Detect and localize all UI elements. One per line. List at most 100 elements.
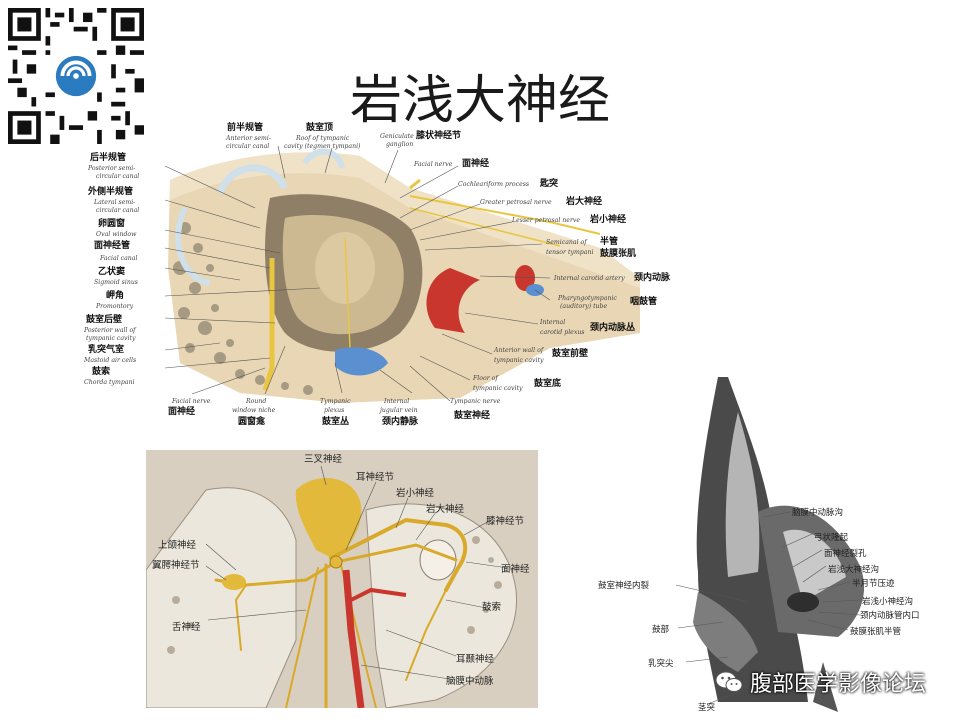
label-gpn-en: Greater petrosal nerve	[480, 199, 552, 206]
label-round-window-en1: Round	[245, 398, 266, 405]
label-carotid-plexus-en1: Internal	[539, 319, 565, 326]
bl-label-lpn: 岩小神经	[396, 487, 435, 499]
label-posterior-scc-zh: 后半规管	[90, 151, 126, 163]
label-anterior-wall-zh: 鼓室前壁	[552, 347, 588, 359]
bl-label-trigeminal: 三叉神经	[304, 453, 343, 465]
qr-code	[8, 8, 144, 144]
bl-label-chorda: 鼓索	[482, 601, 501, 613]
label-geniculate-zh: 膝状神经节	[416, 129, 461, 141]
label-anterior-scc-en: Anterior semi-	[225, 135, 271, 142]
watermark-text: 腹部医学影像论坛	[749, 672, 926, 697]
br-label-arcuate: 弓状隆起	[814, 532, 849, 543]
bl-label-pterygopalatine: 翼腭神经节	[152, 559, 200, 571]
page-title: 岩浅大神经	[349, 71, 610, 131]
br-label-tensor: 鼓膜张肌半管	[850, 626, 901, 637]
watermark: 腹部医学影像论坛	[714, 666, 926, 698]
label-anterior-wall-en1: Anterior wall of	[493, 347, 545, 354]
label-gpn-zh: 岩大神经	[565, 195, 602, 207]
label-chorda-en: Chorda tympani	[84, 379, 135, 386]
label-tymp-plexus-en1: Tympanic	[320, 398, 351, 405]
label-post-wall-zh: 鼓室后壁	[86, 313, 122, 325]
label-chorda-zh: 鼓索	[92, 365, 110, 377]
bl-label-auricular-ganglion: 耳神经节	[356, 471, 394, 483]
br-label-carotid-inner: 颈内动脉管内口	[860, 610, 920, 621]
br-label-facial-hiatus: 面神经裂孔	[824, 548, 867, 559]
label-tympanic-nerve-zh: 鼓室神经	[454, 409, 490, 421]
label-mastoid-en: Mastoid air cells	[83, 357, 136, 364]
label-post-wall-en2: tympanic cavity	[86, 335, 136, 342]
label-lateral-scc-en2: circular canal	[96, 207, 139, 214]
label-pharyngo-en2: (auditory) tube	[560, 303, 608, 310]
label-tympanic-nerve-en: Tympanic nerve	[450, 398, 501, 405]
label-facial-nerve-en: Facial nerve	[413, 161, 453, 168]
label-floor-zh: 鼓室底	[534, 377, 561, 389]
label-promontory-zh: 岬角	[106, 289, 124, 301]
wechat-icon	[715, 671, 743, 692]
bl-label-mma: 脑膜中动脉	[446, 675, 494, 687]
label-ijv-en1: Internal	[383, 398, 409, 405]
label-semicanal-zh1: 半管	[600, 235, 618, 247]
label-floor-en1: Floor of	[472, 375, 499, 382]
label-ica-zh: 颈内动脉	[634, 271, 671, 283]
label-facial-canal-zh: 面神经管	[94, 239, 130, 251]
label-facial-canal-en: Facial canal	[99, 255, 137, 262]
br-label-mma-groove: 脑膜中动脉沟	[792, 507, 843, 518]
label-sigmoid-en: Sigmoid sinus	[94, 279, 138, 286]
br-label-gpn-groove: 岩浅大神经沟	[828, 564, 879, 575]
bl-label-facial: 面神经	[501, 563, 530, 575]
label-geniculate-en1: Geniculate	[380, 133, 414, 140]
label-carotid-plexus-en2: carotid plexus	[540, 329, 584, 336]
label-cochleariform-zh: 匙突	[539, 177, 558, 189]
label-mastoid-zh: 乳突气室	[88, 343, 124, 355]
label-pharyngo-zh: 咽鼓管	[630, 295, 657, 307]
br-label-styloid: 茎突	[698, 702, 716, 712]
label-round-window-zh: 圆窗龛	[238, 415, 266, 427]
bl-label-auriculotemporal: 耳颞神经	[456, 653, 495, 665]
label-roof-en2: cavity (tegmen tympani)	[284, 143, 361, 150]
label-geniculate-en2: ganglion	[386, 141, 413, 148]
label-semicanal-en1: Semicanal of	[546, 239, 588, 246]
br-label-tympanic-fissure: 鼓室神经内裂	[598, 580, 650, 591]
bl-label-maxillary: 上颌神经	[158, 539, 197, 551]
bl-label-geniculate: 膝神经节	[486, 515, 524, 527]
label-promontory-en: Promontory	[95, 303, 134, 310]
nerve-pathway-illustration: 三叉神经 耳神经节 岩小神经 岩大神经 膝神经节 面神经 鼓索 耳颞神经 脑膜中…	[146, 450, 538, 708]
label-lpn-en: Lesser petrosal nerve	[511, 217, 580, 224]
bl-label-lingual: 舌神经	[172, 621, 201, 633]
label-facial-nerve2-en: Facial nerve	[171, 398, 211, 405]
label-sigmoid-zh: 乙状窦	[98, 265, 125, 277]
label-round-window-en2: window niche	[232, 407, 276, 414]
label-lateral-scc-en1: Lateral semi-	[93, 199, 135, 206]
label-anterior-scc-en2: circular canal	[226, 143, 269, 150]
label-posterior-scc-en1: Posterior semi-	[87, 165, 135, 172]
label-pharyngo-en1: Pharyngotympanic	[557, 295, 617, 302]
label-ijv-zh: 颈内静脉	[382, 415, 419, 427]
label-lpn-zh: 岩小神经	[589, 213, 626, 225]
label-oval-window-en: Oval window	[96, 231, 137, 238]
label-tymp-plexus-zh: 鼓室丛	[322, 415, 349, 427]
label-post-wall-en1: Posterior wall of	[83, 327, 137, 334]
label-posterior-scc-en2: circular canal	[96, 173, 139, 180]
label-roof-en1: Roof of tympanic	[295, 135, 350, 142]
br-label-tympanic-part: 鼓部	[652, 624, 670, 635]
label-lateral-scc-zh: 外侧半规管	[87, 185, 133, 197]
label-semicanal-zh2: 鼓膜张肌	[600, 247, 636, 259]
label-semicanal-en2: tensor tympani	[546, 249, 593, 256]
temporal-bone-illustration: 脑膜中动脉沟 弓状隆起 面神经裂孔 岩浅大神经沟 半月节压迹 岩浅小神经沟 颈内…	[598, 377, 920, 712]
label-ica-en: Internal carotid artery	[553, 275, 625, 282]
br-label-mastoid: 乳突尖	[648, 658, 674, 669]
label-facial-nerve2-zh: 面神经	[168, 405, 195, 417]
label-tymp-plexus-en2: plexus	[324, 407, 344, 414]
tympanic-cavity-illustration: 前半规管 Anterior semi- circular canal 鼓室顶 R…	[83, 121, 671, 427]
bl-label-gpn: 岩大神经	[426, 503, 465, 515]
label-cochleariform-en: Cochleariform process	[458, 181, 529, 188]
label-ijv-en2: jugular vein	[378, 407, 418, 414]
label-floor-en2: tympanic cavity	[473, 385, 523, 392]
br-label-lpn-groove: 岩浅小神经沟	[862, 596, 913, 607]
label-facial-nerve-zh: 面神经	[462, 157, 489, 169]
label-roof-zh: 鼓室顶	[306, 121, 333, 133]
br-label-semilunar: 半月节压迹	[852, 578, 895, 589]
label-oval-window-zh: 卵圆窗	[98, 217, 125, 229]
label-anterior-scc-zh: 前半规管	[227, 121, 263, 133]
label-carotid-plexus-zh: 颈内动脉丛	[590, 321, 635, 333]
